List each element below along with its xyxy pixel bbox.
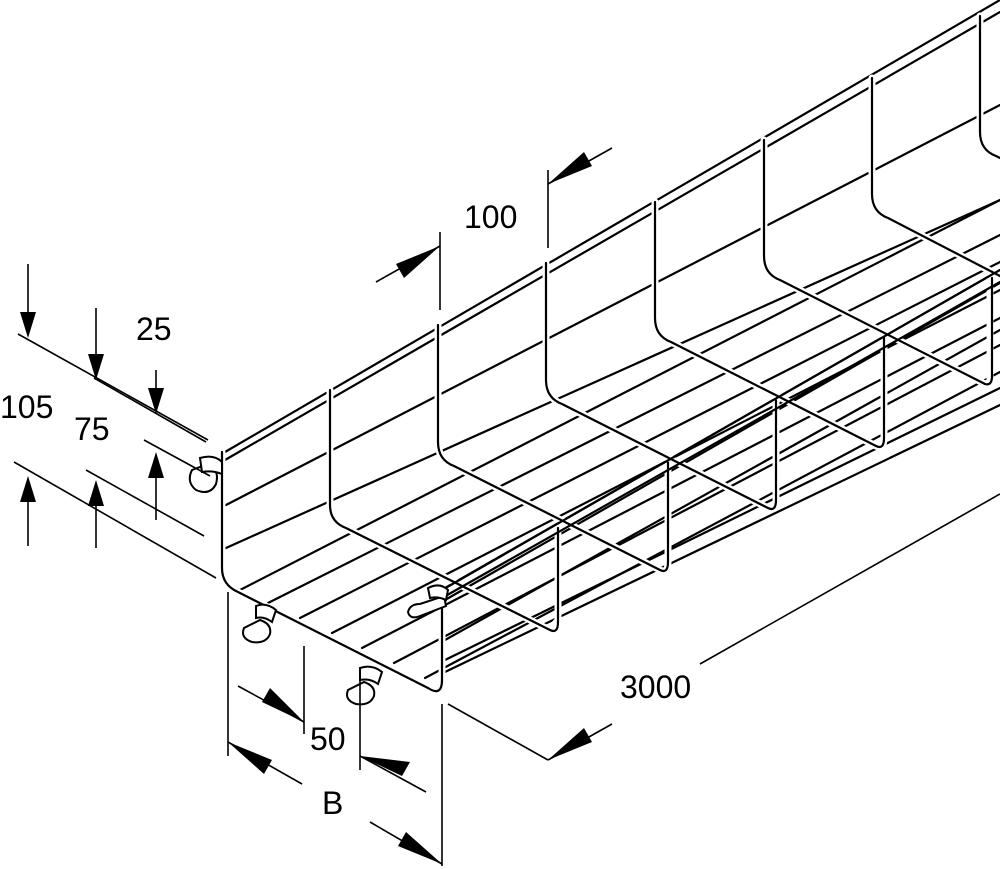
cross-wires — [218, 12, 1000, 695]
clip-bottom-1 — [242, 603, 278, 644]
dimension-label-3000: 3000 — [620, 669, 691, 705]
dimension-label-105: 105 — [0, 389, 53, 425]
dimension-width: B — [227, 592, 443, 866]
dimension-label-50: 50 — [310, 721, 346, 757]
longitudinal-wires-far — [223, 0, 1000, 550]
dimension-bottom-mesh: 50 — [237, 646, 427, 793]
dimension-label-75: 75 — [74, 411, 110, 447]
near-top-rail — [440, 268, 1000, 600]
dimension-label-100: 100 — [464, 199, 517, 235]
clip-side-end — [188, 455, 223, 493]
dimension-heights: 105 75 25 — [0, 264, 217, 579]
dimension-length: 3000 — [447, 493, 1000, 761]
dimension-label-25: 25 — [136, 311, 172, 347]
clip-side-near — [406, 584, 450, 619]
dimension-label-b: B — [322, 785, 343, 821]
clip-bottom-2 — [346, 665, 384, 706]
dimension-mesh-pitch: 100 — [375, 147, 613, 310]
cable-tray-body — [188, 0, 1000, 706]
